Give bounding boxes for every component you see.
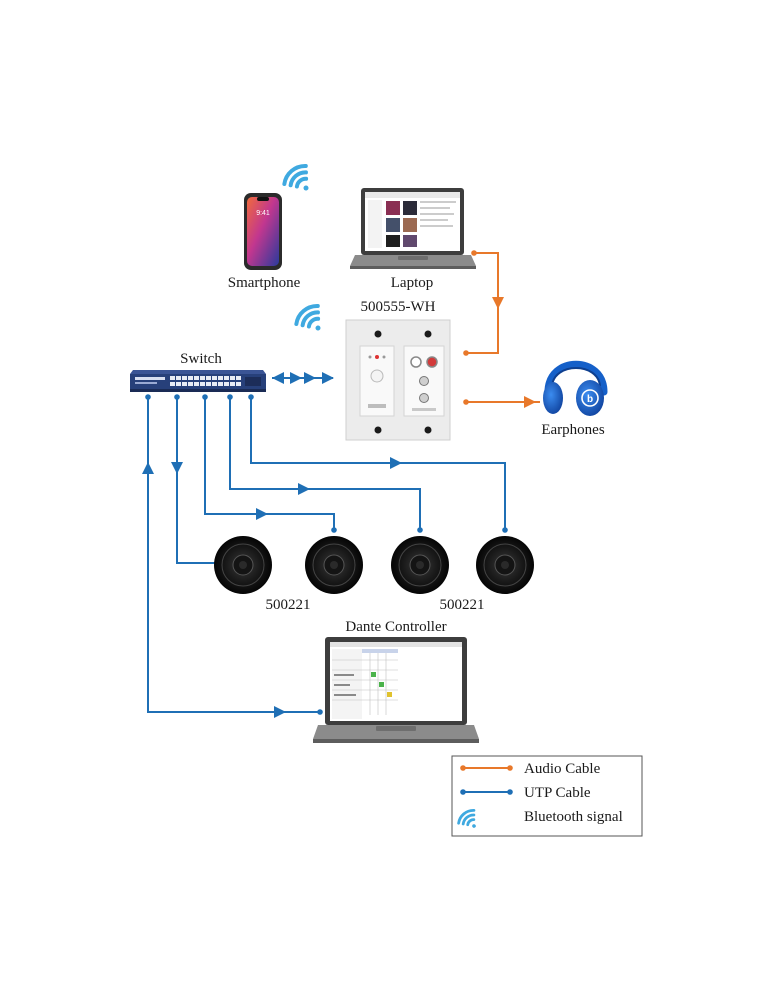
earphones: b Earphones [541,360,608,438]
legend: Audio Cable UTP Cable Bluetooth signal [451,755,643,837]
utp-cables [147,377,506,713]
legend-item-bluetooth: Bluetooth signal [457,808,623,828]
utp-cable-switch-to-speaker-1 [176,397,216,564]
switch: Switch [130,351,266,392]
utp-cable-switch-to-speaker-2 [204,397,335,530]
dante-controller: Dante Controller [313,619,479,743]
legend-item-audio: Audio Cable [460,761,601,777]
speakers: 500221 500221 [214,536,534,613]
utp-cable-switch-to-speaker-3 [229,397,421,530]
wall-plate-icon [345,319,451,441]
wall-plate-label: 500555-WH [361,299,436,315]
speaker-icon [305,536,363,594]
legend-box [451,755,643,837]
speaker-icon [476,536,534,594]
svg-text:9:41: 9:41 [256,210,270,217]
audio-cables [466,252,540,403]
utp-cable-switch-to-speaker-4 [250,397,506,530]
smartphone: 9:41 Smartphone [228,193,301,291]
switch-icon [130,370,266,392]
speaker-icon [214,536,272,594]
audio-cable-markers [463,250,536,408]
speaker-label-right: 500221 [440,597,485,613]
smartphone-label: Smartphone [228,275,301,291]
utp-cable-markers [142,372,508,718]
laptop: Laptop [350,188,476,291]
dante-controller-label: Dante Controller [345,619,446,635]
speaker-label-left: 500221 [266,597,311,613]
laptop-label: Laptop [391,275,434,291]
bluetooth-signal-icon [282,163,309,191]
smartphone-icon: 9:41 [244,193,282,270]
svg-text:b: b [587,394,593,405]
laptop-icon [350,188,476,269]
speaker-icon [391,536,449,594]
legend-utp-label: UTP Cable [524,785,591,801]
legend-bluetooth-label: Bluetooth signal [524,809,623,825]
legend-item-utp: UTP Cable [460,785,591,801]
bluetooth-signal-icon [457,808,476,828]
legend-audio-label: Audio Cable [524,761,601,777]
headphones-icon: b [543,360,608,416]
laptop-icon [313,637,479,743]
utp-cable-switch-to-dante [147,397,320,713]
earphones-label: Earphones [541,422,604,438]
switch-label: Switch [180,351,222,367]
wall-plate: 500555-WH [345,299,451,441]
bluetooth-signal-icon [294,303,321,331]
